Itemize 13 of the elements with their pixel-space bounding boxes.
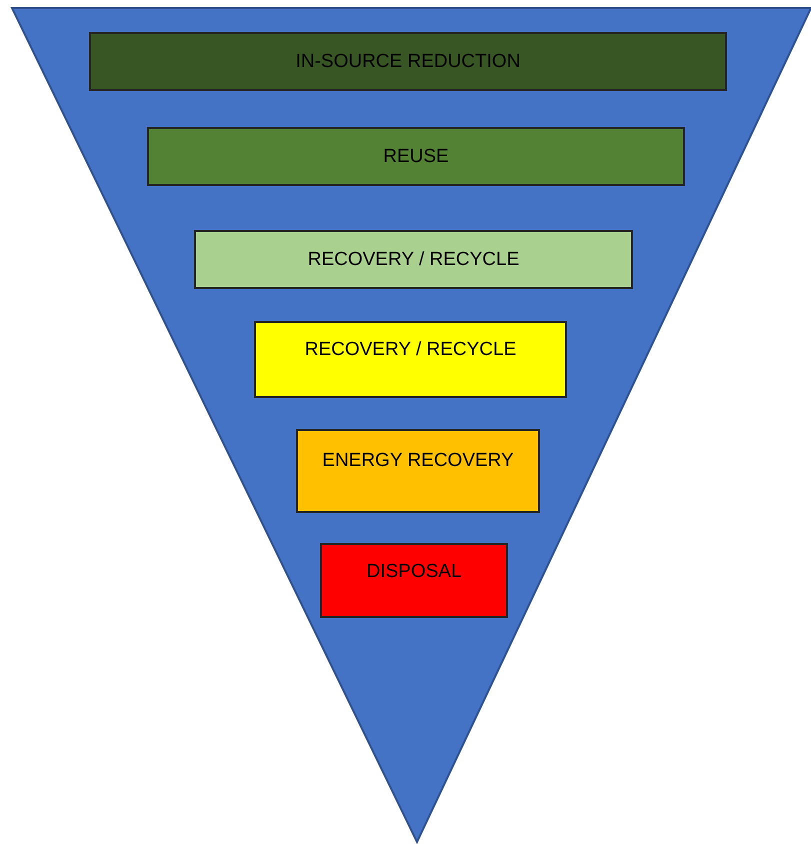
inverted-triangle [12,8,811,843]
level-label: RECOVERY / RECYCLE [304,339,516,361]
level-box [89,32,727,91]
level-label: ENERGY RECOVERY [322,450,514,472]
level-box [194,230,633,289]
level-box [320,543,508,618]
level-label: DISPOSAL [366,561,462,583]
level-label: REUSE [383,146,449,168]
level-box [254,321,567,398]
level-box [147,127,685,186]
level-box [296,429,540,513]
level-label: RECOVERY / RECYCLE [308,248,520,270]
level-label: IN-SOURCE REDUCTION [296,50,520,72]
